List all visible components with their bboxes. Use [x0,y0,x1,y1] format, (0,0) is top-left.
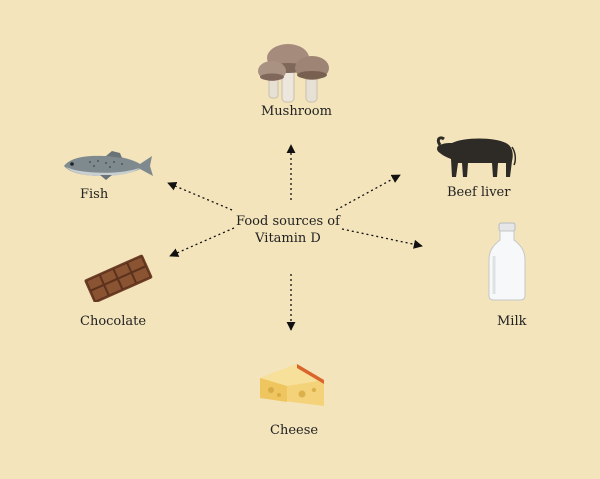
center-label: Food sources of Vitamin D [222,213,354,247]
fish-icon [60,150,156,182]
label-chocolate: Chocolate [80,314,146,329]
center-label-line2: Vitamin D [222,230,354,247]
milk-bottle-icon [486,222,528,302]
chocolate-bar-icon [80,254,156,302]
label-milk: Milk [497,314,527,329]
arrow-to-fish [168,183,232,210]
cheese-icon [257,362,327,408]
mushroom-icon [256,42,336,106]
label-mushroom: Mushroom [261,104,332,119]
buffalo-icon [434,133,518,181]
label-cheese: Cheese [270,423,318,438]
center-label-line1: Food sources of [222,213,354,230]
label-beef-liver: Beef liver [447,185,510,200]
arrow-to-beef-liver [336,175,400,210]
arrow-to-milk [342,229,422,246]
label-fish: Fish [80,187,108,202]
